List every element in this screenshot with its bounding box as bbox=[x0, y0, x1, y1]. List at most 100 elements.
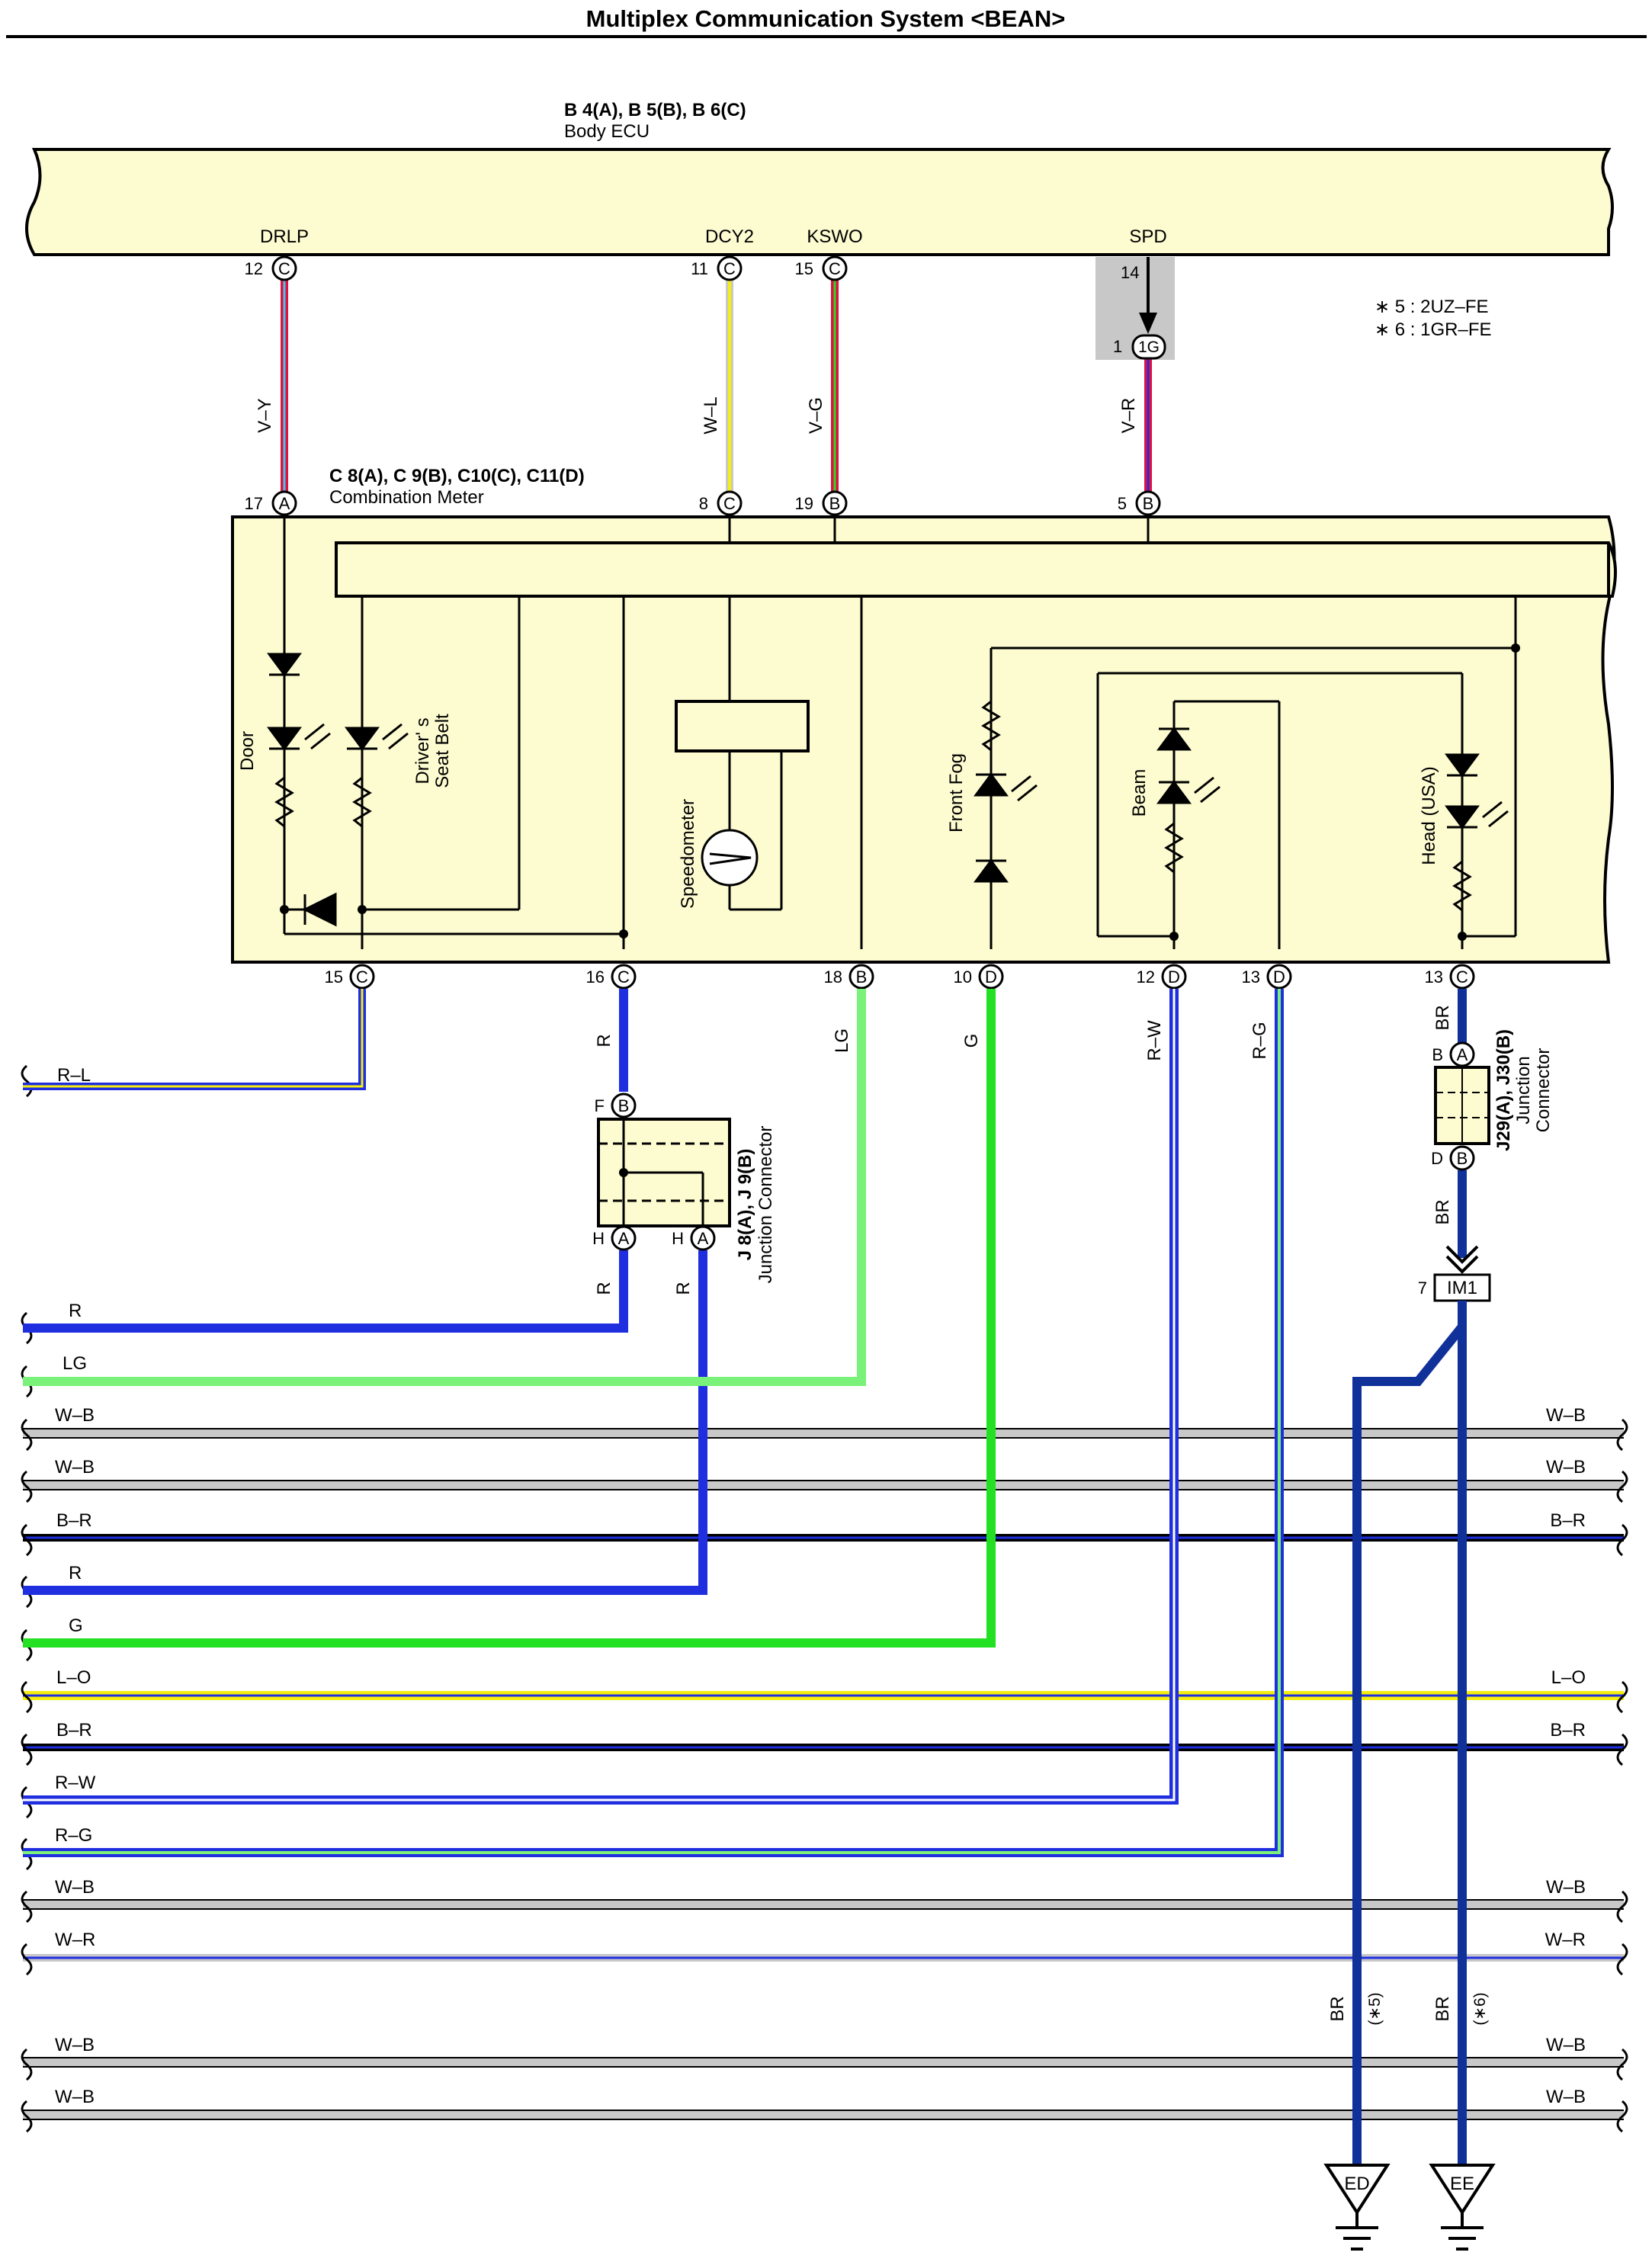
wire-label-r-g: R–G bbox=[1249, 1022, 1270, 1059]
body-ecu-code: B 4(A), B 5(B), B 6(C) bbox=[564, 100, 746, 120]
svg-text:W–R: W–R bbox=[1545, 1930, 1586, 1950]
spd-arrow-head bbox=[1139, 313, 1157, 334]
j8-pin-ha2: A H bbox=[672, 1225, 716, 1251]
svg-text:W–B: W–B bbox=[1546, 1457, 1586, 1478]
svg-text:B: B bbox=[1432, 1045, 1443, 1064]
svg-text:W–B: W–B bbox=[55, 2087, 95, 2107]
ground-wire-label-ee: BR bbox=[1432, 1996, 1453, 2021]
svg-text:13: 13 bbox=[1242, 967, 1260, 987]
ecu-term-kswo: KSWO bbox=[807, 226, 862, 247]
svg-text:C: C bbox=[1456, 967, 1468, 987]
svg-text:19: 19 bbox=[795, 494, 813, 513]
wire-label-r-h2: R bbox=[673, 1282, 694, 1295]
svg-text:15: 15 bbox=[325, 967, 343, 987]
label-drivers: Driver' s bbox=[412, 717, 433, 784]
wire-label-v-y: V–Y bbox=[255, 398, 275, 432]
note-6: ∗ 6 : 1GR–FE bbox=[1375, 319, 1492, 340]
speedometer-icon bbox=[701, 829, 759, 887]
svg-text:15: 15 bbox=[795, 259, 813, 278]
wire-label-r-h1: R bbox=[594, 1282, 614, 1295]
label-front-fog: Front Fog bbox=[946, 753, 967, 833]
junction-dot bbox=[1169, 932, 1179, 941]
meter-internal-lines bbox=[283, 515, 1517, 949]
ecu-term-spd: SPD bbox=[1129, 226, 1166, 247]
label-beam: Beam bbox=[1129, 769, 1150, 817]
j29-internal bbox=[1435, 1067, 1489, 1144]
svg-text:W–B: W–B bbox=[55, 2035, 95, 2055]
wire-r-g bbox=[23, 989, 1284, 1857]
svg-text:B–R: B–R bbox=[1550, 1510, 1586, 1531]
connector-1g bbox=[1131, 334, 1166, 360]
wire-label-w-l: W–L bbox=[701, 396, 721, 434]
svg-text:C: C bbox=[829, 259, 841, 278]
svg-text:10: 10 bbox=[954, 967, 972, 987]
speedometer-box bbox=[675, 700, 810, 752]
wire-g bbox=[23, 989, 996, 1648]
svg-text:R: R bbox=[69, 1301, 82, 1321]
junction-dot bbox=[1458, 932, 1467, 941]
meter-pin-13c: C 13 bbox=[1425, 964, 1475, 990]
meter-pin-10d: D 10 bbox=[954, 964, 1004, 990]
wire-label-v-g: V–G bbox=[806, 397, 826, 434]
ecu-pin-kswo: C 15 bbox=[795, 255, 848, 281]
meter-pin-12d: D 12 bbox=[1137, 964, 1187, 990]
svg-text:B–R: B–R bbox=[56, 1720, 92, 1741]
meter-pin-15c: C 15 bbox=[325, 964, 375, 990]
wire-label-v-r: V–R bbox=[1118, 398, 1139, 434]
svg-text:R–W: R–W bbox=[55, 1773, 96, 1793]
svg-text:D: D bbox=[1431, 1149, 1443, 1168]
svg-text:L–O: L–O bbox=[56, 1667, 91, 1688]
wire-r-w bbox=[23, 989, 1179, 1805]
connector-im1-pin: 7 bbox=[1418, 1279, 1427, 1298]
bus-lines-wb-edge bbox=[23, 1428, 1624, 2120]
svg-text:D: D bbox=[1273, 967, 1285, 987]
connector-im1 bbox=[1433, 1273, 1491, 1302]
harness-break-left bbox=[21, 1064, 33, 2133]
note-5: ∗ 5 : 2UZ–FE bbox=[1375, 297, 1488, 317]
j29-code: J29(A), J30(B) bbox=[1493, 1029, 1514, 1151]
svg-text:A: A bbox=[698, 1229, 709, 1248]
ground-wire-label-ed: BR bbox=[1327, 1996, 1348, 2021]
svg-text:B–R: B–R bbox=[1550, 1720, 1586, 1741]
svg-text:A: A bbox=[279, 494, 290, 513]
led-light-icon bbox=[304, 723, 1509, 828]
connector-im1-label: IM1 bbox=[1447, 1278, 1477, 1298]
svg-text:B: B bbox=[618, 1096, 630, 1115]
wire-label-r-w: R–W bbox=[1144, 1020, 1165, 1061]
wire-label-r-16c: R bbox=[594, 1034, 614, 1047]
svg-text:C: C bbox=[723, 259, 736, 278]
j29-name-1: Junction bbox=[1513, 1056, 1534, 1124]
svg-text:W–B: W–B bbox=[1546, 1405, 1586, 1426]
wire-lg bbox=[23, 989, 866, 1386]
label-head-usa: Head (USA) bbox=[1419, 766, 1439, 865]
svg-text:L–O: L–O bbox=[1551, 1667, 1586, 1688]
svg-text:D: D bbox=[1168, 967, 1180, 987]
j8-name: Junction Connector bbox=[755, 1126, 776, 1284]
body-ecu-name: Body ECU bbox=[564, 121, 650, 142]
meter-pin-19b: B 19 bbox=[795, 490, 848, 516]
im1-chevron-icon bbox=[1445, 1245, 1479, 1274]
ground-ed-label: ED bbox=[1344, 2174, 1369, 2194]
meter-bus-bar bbox=[335, 541, 1617, 598]
ecu-pin-drlp: C 12 bbox=[245, 255, 297, 281]
junction-dot bbox=[358, 905, 367, 914]
svg-text:G: G bbox=[69, 1615, 83, 1636]
svg-text:W–B: W–B bbox=[55, 1405, 95, 1426]
ecu-term-dcy2: DCY2 bbox=[705, 226, 754, 247]
label-door: Door bbox=[237, 731, 258, 771]
svg-text:16: 16 bbox=[586, 967, 605, 987]
connector-1g-label: 1G bbox=[1138, 338, 1160, 356]
svg-text:R–G: R–G bbox=[55, 1825, 92, 1846]
svg-text:W–B: W–B bbox=[55, 1457, 95, 1478]
svg-text:H: H bbox=[592, 1229, 605, 1248]
meter-pin-18b: B 18 bbox=[824, 964, 874, 990]
ground-ee-icon bbox=[1429, 2164, 1496, 2251]
j8-code: J 8(A), J 9(B) bbox=[735, 1149, 755, 1261]
svg-text:C: C bbox=[723, 494, 736, 513]
meter-pin-13d: D 13 bbox=[1242, 964, 1292, 990]
svg-text:R: R bbox=[69, 1563, 82, 1583]
wire-label-g: G bbox=[961, 1034, 982, 1048]
svg-text:13: 13 bbox=[1425, 967, 1443, 987]
svg-text:5: 5 bbox=[1118, 494, 1127, 513]
diode-icon bbox=[267, 653, 1480, 927]
